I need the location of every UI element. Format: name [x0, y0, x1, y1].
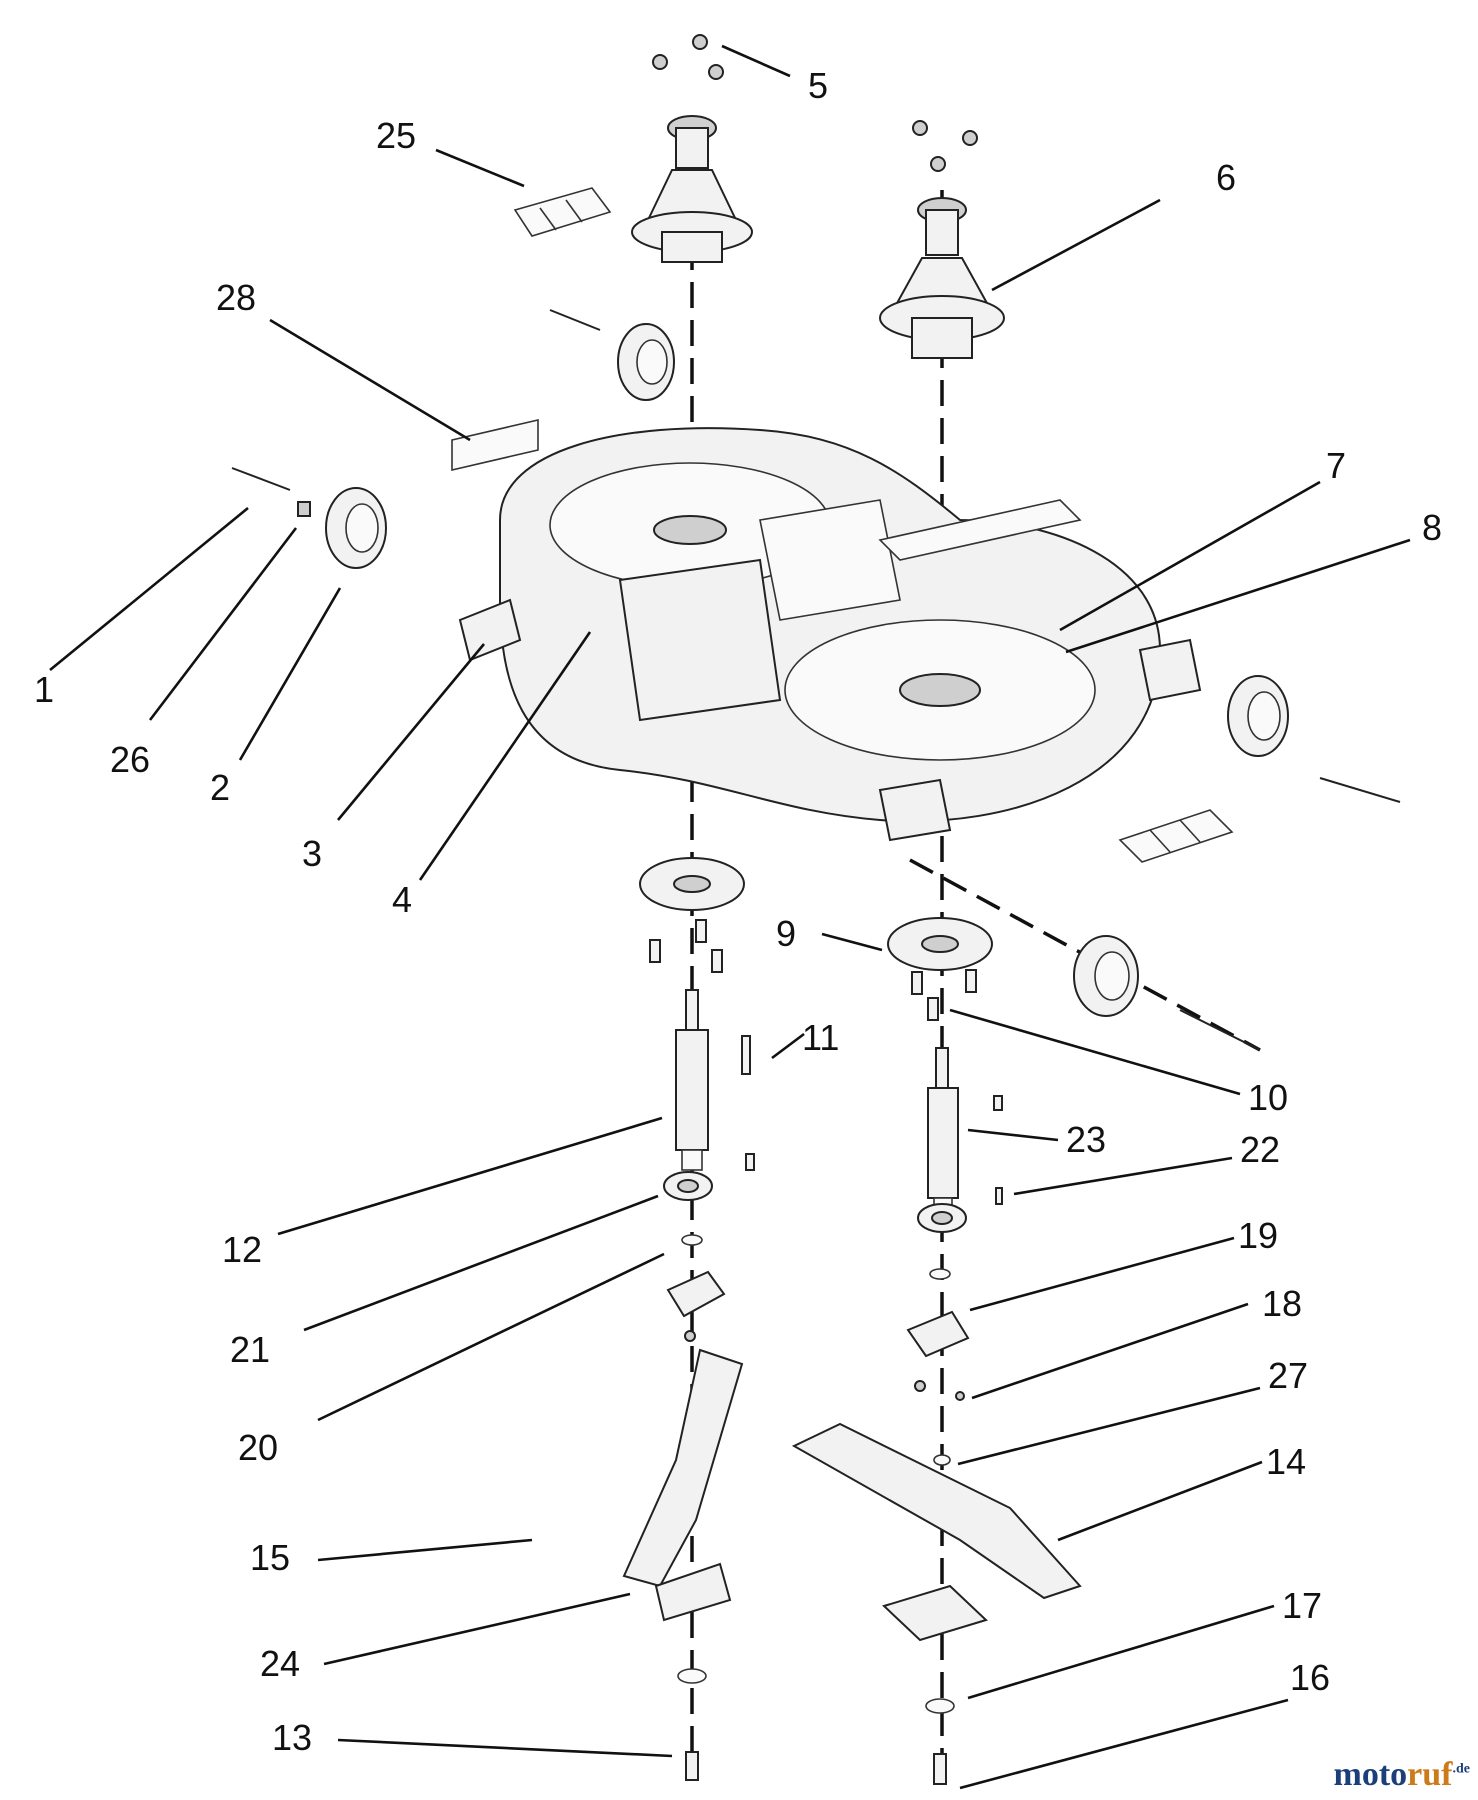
washer-27	[933, 1454, 951, 1466]
callout-11: 11	[802, 1017, 839, 1058]
watermark-main: moto	[1333, 1756, 1408, 1793]
callout-14: 14	[1266, 1441, 1306, 1482]
spindle-shaft-left	[675, 989, 709, 1171]
stiffener-left	[654, 1562, 732, 1622]
screws-left	[649, 919, 723, 973]
callout-13: 13	[272, 1717, 312, 1758]
wheel-right	[1227, 675, 1289, 757]
wheel-left-front	[325, 487, 387, 569]
blade-15	[622, 1348, 744, 1588]
blade-adapter-right	[906, 1310, 970, 1358]
callout-9: 9	[776, 913, 796, 954]
callout-16: 16	[1290, 1657, 1330, 1698]
bolt-rear-left	[549, 309, 601, 331]
bearing-plate-right-hole	[921, 935, 959, 953]
key-23	[993, 1095, 1003, 1111]
callout-8: 8	[1422, 507, 1442, 548]
callout-19: 19	[1238, 1215, 1278, 1256]
blade-adapter-left	[666, 1270, 726, 1318]
wheel-left-rear	[617, 323, 675, 401]
callout-27: 27	[1268, 1355, 1308, 1396]
key-11	[741, 1035, 751, 1075]
washer-right	[929, 1268, 951, 1280]
spindle-housing-right	[879, 197, 1005, 359]
warning-decal-25	[513, 187, 612, 237]
callout-5: 5	[808, 65, 828, 106]
watermark-logo: motoruf.de	[1334, 1756, 1470, 1794]
stiffener-right	[882, 1584, 988, 1642]
key-left-small	[745, 1153, 755, 1171]
callout-22: 22	[1240, 1129, 1280, 1170]
spindle-housing-left	[631, 115, 753, 263]
nut-18-left	[684, 1330, 696, 1342]
callout-4: 4	[392, 879, 412, 920]
nuts-left	[652, 34, 724, 80]
key-22	[995, 1187, 1003, 1205]
callout-20: 20	[238, 1427, 278, 1468]
mower-deck	[458, 427, 1202, 842]
blade-14	[791, 1422, 1082, 1600]
callout-25: 25	[376, 115, 416, 156]
bolt-1	[231, 467, 291, 491]
leader-lines	[49, 44, 1411, 1790]
callout-labels: 1 2 3 4 5 6 7 8 9 10 11 12 13 14 15 16 1…	[34, 65, 1442, 1758]
callout-10: 10	[1248, 1077, 1288, 1118]
callout-26: 26	[110, 739, 150, 780]
callout-21: 21	[230, 1329, 270, 1370]
callout-17: 17	[1282, 1585, 1322, 1626]
watermark-accent: ruf	[1407, 1756, 1453, 1793]
callout-24: 24	[260, 1643, 300, 1684]
bolt-16	[933, 1753, 947, 1785]
callout-1: 1	[34, 669, 54, 710]
wheel-front	[1073, 935, 1139, 1017]
callout-28: 28	[216, 277, 256, 318]
nut-18-right	[914, 1380, 926, 1392]
callout-15: 15	[250, 1537, 290, 1578]
washer-17-right	[925, 1698, 955, 1714]
callout-23: 23	[1066, 1119, 1106, 1160]
screws-right	[911, 969, 977, 1021]
nuts-right	[912, 120, 978, 172]
bolt-13	[685, 1751, 699, 1781]
spacer-26	[297, 501, 311, 517]
callout-6: 6	[1216, 157, 1236, 198]
decal-28	[451, 418, 539, 472]
bolt-front	[1179, 1009, 1261, 1051]
bolt-rear-right	[1319, 777, 1401, 803]
nut-18-right-b	[955, 1391, 965, 1401]
warning-decal-deck	[1118, 809, 1234, 863]
washer-left	[681, 1234, 703, 1246]
callout-2: 2	[210, 767, 230, 808]
spindle-shaft-right	[927, 1047, 959, 1219]
callout-3: 3	[302, 833, 322, 874]
callout-7: 7	[1326, 445, 1346, 486]
washer-17-left	[677, 1668, 707, 1684]
bearing-right-center	[931, 1211, 953, 1225]
callout-18: 18	[1262, 1283, 1302, 1324]
callout-12: 12	[222, 1229, 262, 1270]
bearing-left-center	[677, 1179, 699, 1193]
bearing-plate-left-hole	[673, 875, 711, 893]
watermark-suffix: .de	[1452, 1761, 1471, 1777]
